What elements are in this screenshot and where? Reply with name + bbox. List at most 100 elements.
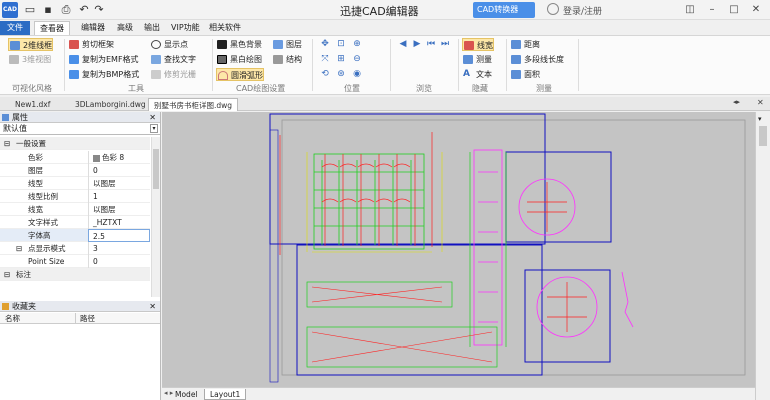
- wireframe-2d-button[interactable]: 2维线框: [8, 38, 54, 51]
- section-mark: [621, 271, 634, 328]
- close-icon[interactable]: ✕: [751, 4, 761, 15]
- next-view-icon[interactable]: ▶: [413, 39, 421, 49]
- property-value[interactable]: 色彩 8: [88, 151, 150, 164]
- property-row[interactable]: 色彩色彩 8: [0, 151, 150, 164]
- area-icon: [511, 70, 521, 79]
- panel-close-icon[interactable]: ✕: [149, 302, 156, 311]
- column-name[interactable]: 名称: [5, 314, 20, 323]
- scrollbar-thumb[interactable]: [153, 149, 159, 189]
- zoom-window-icon[interactable]: ⊡: [337, 39, 345, 49]
- trim-raster-button[interactable]: 修剪光栅: [150, 68, 196, 81]
- structure-button[interactable]: 结构: [272, 53, 302, 66]
- tab-layout1[interactable]: Layout1: [204, 389, 247, 400]
- zoom-extents-icon[interactable]: ⊞: [337, 54, 345, 64]
- property-row[interactable]: 线宽以图层: [0, 203, 150, 216]
- section-annotation[interactable]: ⊟标注: [0, 268, 150, 281]
- tab-viewer[interactable]: 查看器: [34, 21, 70, 35]
- clip-frame-button[interactable]: 剪切框架: [68, 38, 114, 51]
- property-scrollbar[interactable]: [151, 137, 160, 297]
- last-page-icon[interactable]: ⏭: [440, 39, 450, 49]
- collapse-icon[interactable]: ⊟: [4, 139, 11, 148]
- property-value-input[interactable]: 2.5: [88, 229, 150, 242]
- scrollbar-thumb[interactable]: [759, 126, 767, 146]
- pan-icon[interactable]: ✥: [321, 39, 329, 49]
- panel-close-icon[interactable]: ✕: [149, 113, 156, 122]
- expand-icon[interactable]: ⊟: [16, 244, 23, 253]
- property-value[interactable]: 以图层: [88, 203, 150, 216]
- doc-tab-lamborghini[interactable]: 3DLamborgini.dwg: [75, 100, 146, 109]
- minimize-icon[interactable]: –: [709, 4, 715, 15]
- skin-icon[interactable]: ◫: [685, 4, 695, 15]
- drawing-canvas[interactable]: [162, 112, 755, 387]
- fit-icon[interactable]: ⤧: [321, 54, 329, 64]
- measure-toggle[interactable]: 测量: [462, 53, 492, 66]
- undo-icon[interactable]: ↶: [79, 3, 89, 16]
- panel-arrow-icon[interactable]: ▾: [758, 115, 762, 123]
- view-3d-button[interactable]: 3维视图: [8, 53, 51, 66]
- nav-arrows-icon[interactable]: ◂ ▸: [164, 389, 174, 397]
- property-value[interactable]: _HZTXT: [88, 216, 150, 229]
- viewport-frame: [505, 151, 612, 243]
- column-path[interactable]: 路径: [75, 313, 95, 324]
- tab-file[interactable]: 文件: [0, 21, 30, 35]
- canvas-vscroll[interactable]: ▾: [755, 112, 770, 400]
- copy-emf-button[interactable]: 复制为EMF格式: [68, 53, 139, 66]
- smooth-arc-button[interactable]: 圆滑弧形: [216, 68, 264, 81]
- black-white-button[interactable]: 黑白绘图: [216, 53, 262, 66]
- property-value[interactable]: 0: [88, 255, 150, 268]
- area-button[interactable]: 面积: [510, 68, 540, 81]
- login-link[interactable]: 登录/注册: [563, 7, 603, 17]
- cad-drawing: [269, 113, 746, 383]
- collapse-icon[interactable]: ⊟: [4, 270, 11, 279]
- rotate-icon[interactable]: ⟲: [321, 69, 329, 79]
- find-text-button[interactable]: 查找文字: [150, 53, 196, 66]
- doc-tab-bookcase[interactable]: 别墅书房书柜详图.dwg: [148, 98, 239, 111]
- polyline-length-button[interactable]: 多段线长度: [510, 53, 564, 66]
- layers-button[interactable]: 图层: [272, 38, 302, 51]
- close-doc-icon[interactable]: ✕: [757, 98, 764, 107]
- find-icon: [151, 55, 161, 64]
- tab-output[interactable]: 输出: [144, 23, 160, 32]
- cad-converter-button[interactable]: CAD转换器: [473, 2, 535, 18]
- entity-selector[interactable]: 默认值 ▾: [0, 123, 160, 135]
- distance-button[interactable]: 距离: [510, 38, 540, 51]
- zoom-out-icon[interactable]: ⊖: [353, 54, 361, 64]
- tab-advanced[interactable]: 高级: [117, 23, 133, 32]
- property-value[interactable]: 以图层: [88, 177, 150, 190]
- lineweight-toggle[interactable]: 线宽: [462, 38, 494, 51]
- chevron-down-icon[interactable]: ▾: [150, 124, 158, 133]
- section-general[interactable]: ⊟一般设置: [0, 137, 150, 150]
- property-value[interactable]: 3: [88, 242, 150, 255]
- ribbon-separator: [506, 39, 507, 91]
- open-folder-icon[interactable]: ▭: [24, 3, 36, 16]
- property-row[interactable]: 文字样式_HZTXT: [0, 216, 150, 229]
- tab-model[interactable]: Model: [175, 390, 198, 399]
- tab-arrow-icon[interactable]: ◂▸: [733, 98, 741, 106]
- property-row[interactable]: 线型以图层: [0, 177, 150, 190]
- orbit-icon[interactable]: ⊛: [337, 69, 345, 79]
- doc-tab-new1[interactable]: New1.dxf: [15, 100, 51, 109]
- zoom-in-icon[interactable]: ⊕: [353, 39, 361, 49]
- show-points-button[interactable]: 显示点: [150, 38, 188, 51]
- property-value[interactable]: 1: [88, 190, 150, 203]
- redo-icon[interactable]: ↷: [94, 3, 104, 16]
- first-page-icon[interactable]: ⏮: [426, 39, 436, 49]
- print-icon[interactable]: ⎙: [61, 3, 71, 16]
- tab-vip[interactable]: VIP功能: [171, 23, 200, 32]
- black-background-button[interactable]: 黑色背景: [216, 38, 262, 51]
- maximize-icon[interactable]: □: [729, 4, 739, 15]
- property-value[interactable]: 0: [88, 164, 150, 177]
- save-icon[interactable]: ▪: [44, 3, 52, 16]
- user-icon[interactable]: [547, 3, 559, 15]
- tab-editor[interactable]: 编辑器: [81, 23, 105, 32]
- prev-view-icon[interactable]: ◀: [399, 39, 407, 49]
- tab-related[interactable]: 相关软件: [209, 23, 241, 32]
- view-icon[interactable]: ◉: [353, 69, 361, 79]
- copy-bmp-button[interactable]: 复制为BMP格式: [68, 68, 139, 81]
